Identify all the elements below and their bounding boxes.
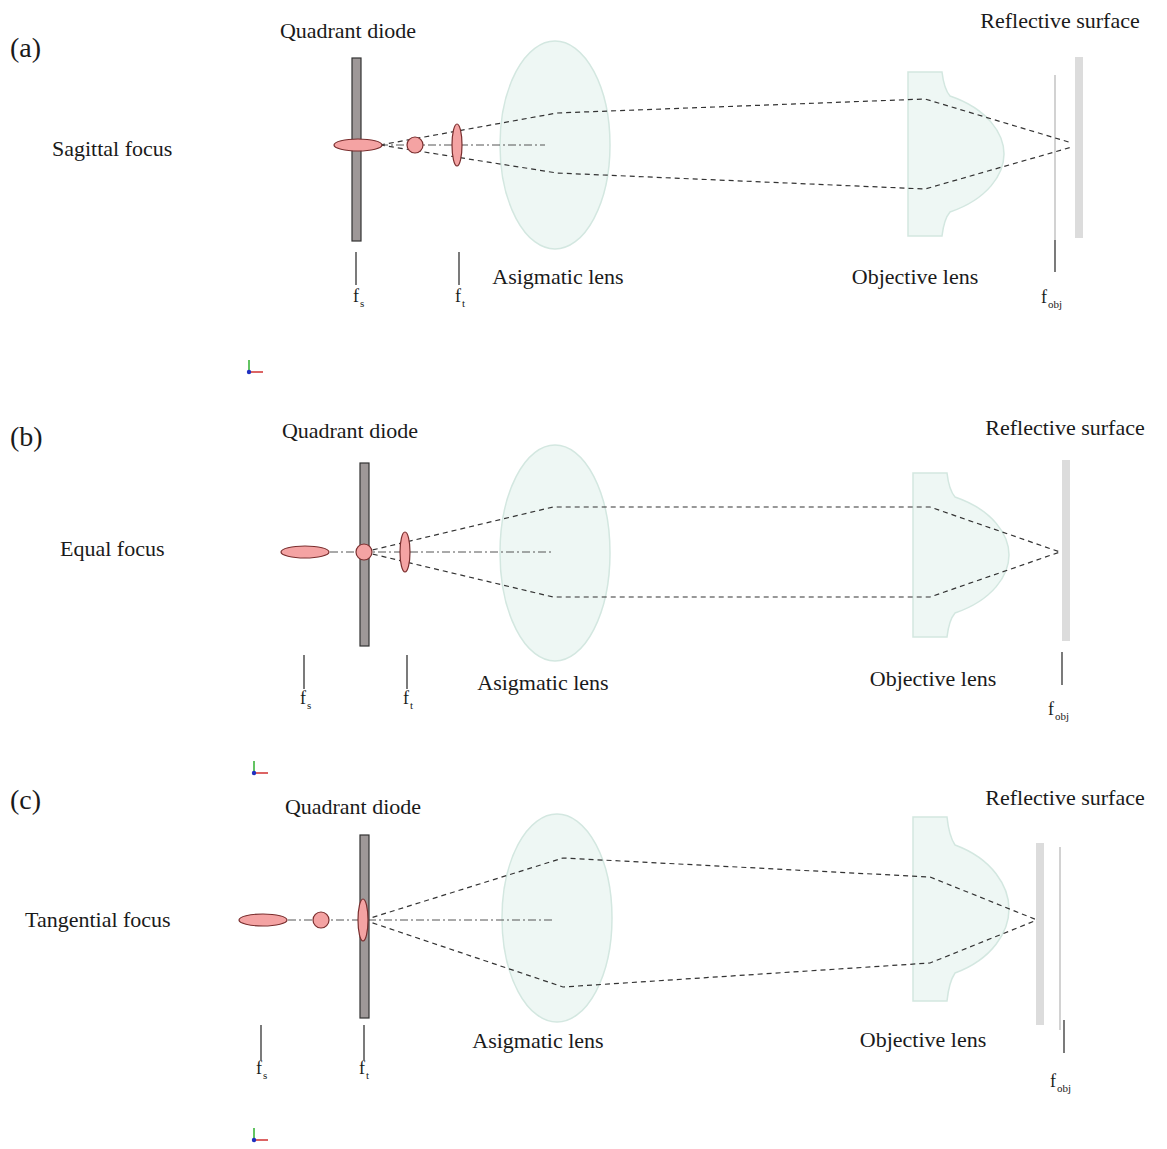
reflective-surface xyxy=(1062,460,1070,641)
focus-subscript: s xyxy=(307,700,311,711)
axis-icon xyxy=(252,1128,268,1142)
part-name: Objective lens xyxy=(852,266,978,288)
state-label: Equal focus xyxy=(60,538,164,560)
beam-spot xyxy=(400,532,410,572)
reflective-surface xyxy=(1036,843,1044,1025)
tick-line xyxy=(406,655,407,689)
reflective-surface xyxy=(1075,57,1083,238)
tick-line xyxy=(458,252,459,285)
astigmatic-lens xyxy=(502,814,612,1022)
panel-c xyxy=(239,814,1064,1142)
tick-line xyxy=(363,1025,364,1060)
part-name: Objective lens xyxy=(860,1029,986,1051)
focus-symbol: f xyxy=(455,287,461,305)
beam-spot xyxy=(407,137,423,153)
tick-line xyxy=(355,252,356,285)
part-name: Quadrant diode xyxy=(282,420,418,442)
tick-line xyxy=(1063,1020,1064,1053)
objective-lens xyxy=(913,473,1009,637)
beam-spot xyxy=(452,124,462,166)
objective-lens xyxy=(908,72,1004,236)
focus-symbol: f xyxy=(256,1059,262,1077)
focus-symbol: f xyxy=(1048,700,1054,718)
panel-b xyxy=(252,445,1070,775)
objective-lens xyxy=(913,817,1009,1001)
ray xyxy=(380,99,1072,145)
focus-subscript: obj xyxy=(1055,711,1069,722)
part-name: Reflective surface xyxy=(980,10,1139,32)
part-name: Asigmatic lens xyxy=(477,672,608,694)
tick-line xyxy=(260,1025,261,1060)
focus-symbol: f xyxy=(403,689,409,707)
ray xyxy=(364,858,1037,920)
part-name: Quadrant diode xyxy=(280,20,416,42)
beam-spot xyxy=(358,899,368,941)
focus-symbol: f xyxy=(359,1059,365,1077)
astigmatic-lens xyxy=(500,41,610,249)
tick-line xyxy=(303,655,304,689)
ray xyxy=(364,920,1037,987)
focus-subscript: s xyxy=(263,1070,267,1081)
part-name: Asigmatic lens xyxy=(492,266,623,288)
part-name: Asigmatic lens xyxy=(472,1030,603,1052)
focus-subscript: t xyxy=(366,1070,369,1081)
beam-spot xyxy=(281,546,329,558)
focus-subscript: obj xyxy=(1057,1083,1071,1094)
focus-symbol: f xyxy=(300,689,306,707)
focal-plane xyxy=(1054,75,1056,240)
tick-line xyxy=(1054,240,1055,272)
focus-subscript: t xyxy=(462,298,465,309)
focus-symbol: f xyxy=(353,287,359,305)
focus-subscript: obj xyxy=(1048,299,1062,310)
panel-letter: (c) xyxy=(10,786,41,814)
ray xyxy=(380,145,1072,189)
focus-subscript: t xyxy=(410,700,413,711)
focal-plane xyxy=(1059,847,1061,1030)
tick-line xyxy=(1061,652,1062,685)
panel-a xyxy=(247,41,1083,374)
panel-letter: (b) xyxy=(10,423,43,451)
focus-symbol: f xyxy=(1050,1072,1056,1090)
part-name: Reflective surface xyxy=(985,417,1144,439)
axis-icon xyxy=(247,360,263,374)
focus-subscript: s xyxy=(360,298,364,309)
focus-symbol: f xyxy=(1041,288,1047,306)
axis-icon xyxy=(252,761,268,775)
astigmatic-lens xyxy=(500,445,610,661)
part-name: Reflective surface xyxy=(985,787,1144,809)
beam-spot xyxy=(313,912,329,928)
part-name: Objective lens xyxy=(870,668,996,690)
part-name: Quadrant diode xyxy=(285,796,421,818)
panel-letter: (a) xyxy=(10,34,41,62)
ray xyxy=(364,552,1060,597)
beam-spot xyxy=(239,914,287,926)
beam-spot xyxy=(334,139,382,151)
state-label: Sagittal focus xyxy=(52,138,172,160)
state-label: Tangential focus xyxy=(25,909,171,931)
beam-spot xyxy=(356,544,372,560)
ray xyxy=(364,507,1060,552)
